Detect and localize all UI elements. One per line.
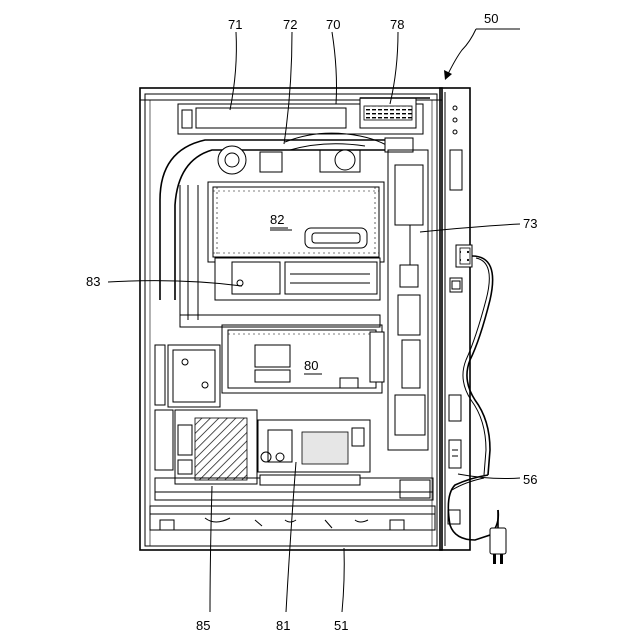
label-50-text: 50: [484, 11, 498, 26]
left-module: [168, 345, 220, 407]
label-71: 71: [228, 17, 242, 32]
control-board-82: [208, 182, 384, 262]
right-column: [388, 150, 428, 450]
label-72: 72: [283, 17, 297, 32]
label-56: 56: [523, 472, 537, 487]
heat-sink-85: [175, 410, 257, 484]
label-78: 78: [390, 17, 404, 32]
label-80: 80: [304, 358, 318, 373]
control-board-80: [222, 325, 384, 393]
label-73: 73: [523, 216, 537, 231]
unit-81: [258, 420, 370, 472]
label-81: 81: [276, 618, 290, 633]
label-70: 70: [326, 17, 340, 32]
label-82: 82: [270, 212, 284, 227]
label-85: 85: [196, 618, 210, 633]
label-83: 83: [86, 274, 100, 289]
label-50: 50: [444, 11, 520, 80]
power-unit-83: [215, 258, 380, 300]
label-51: 51: [334, 618, 348, 633]
